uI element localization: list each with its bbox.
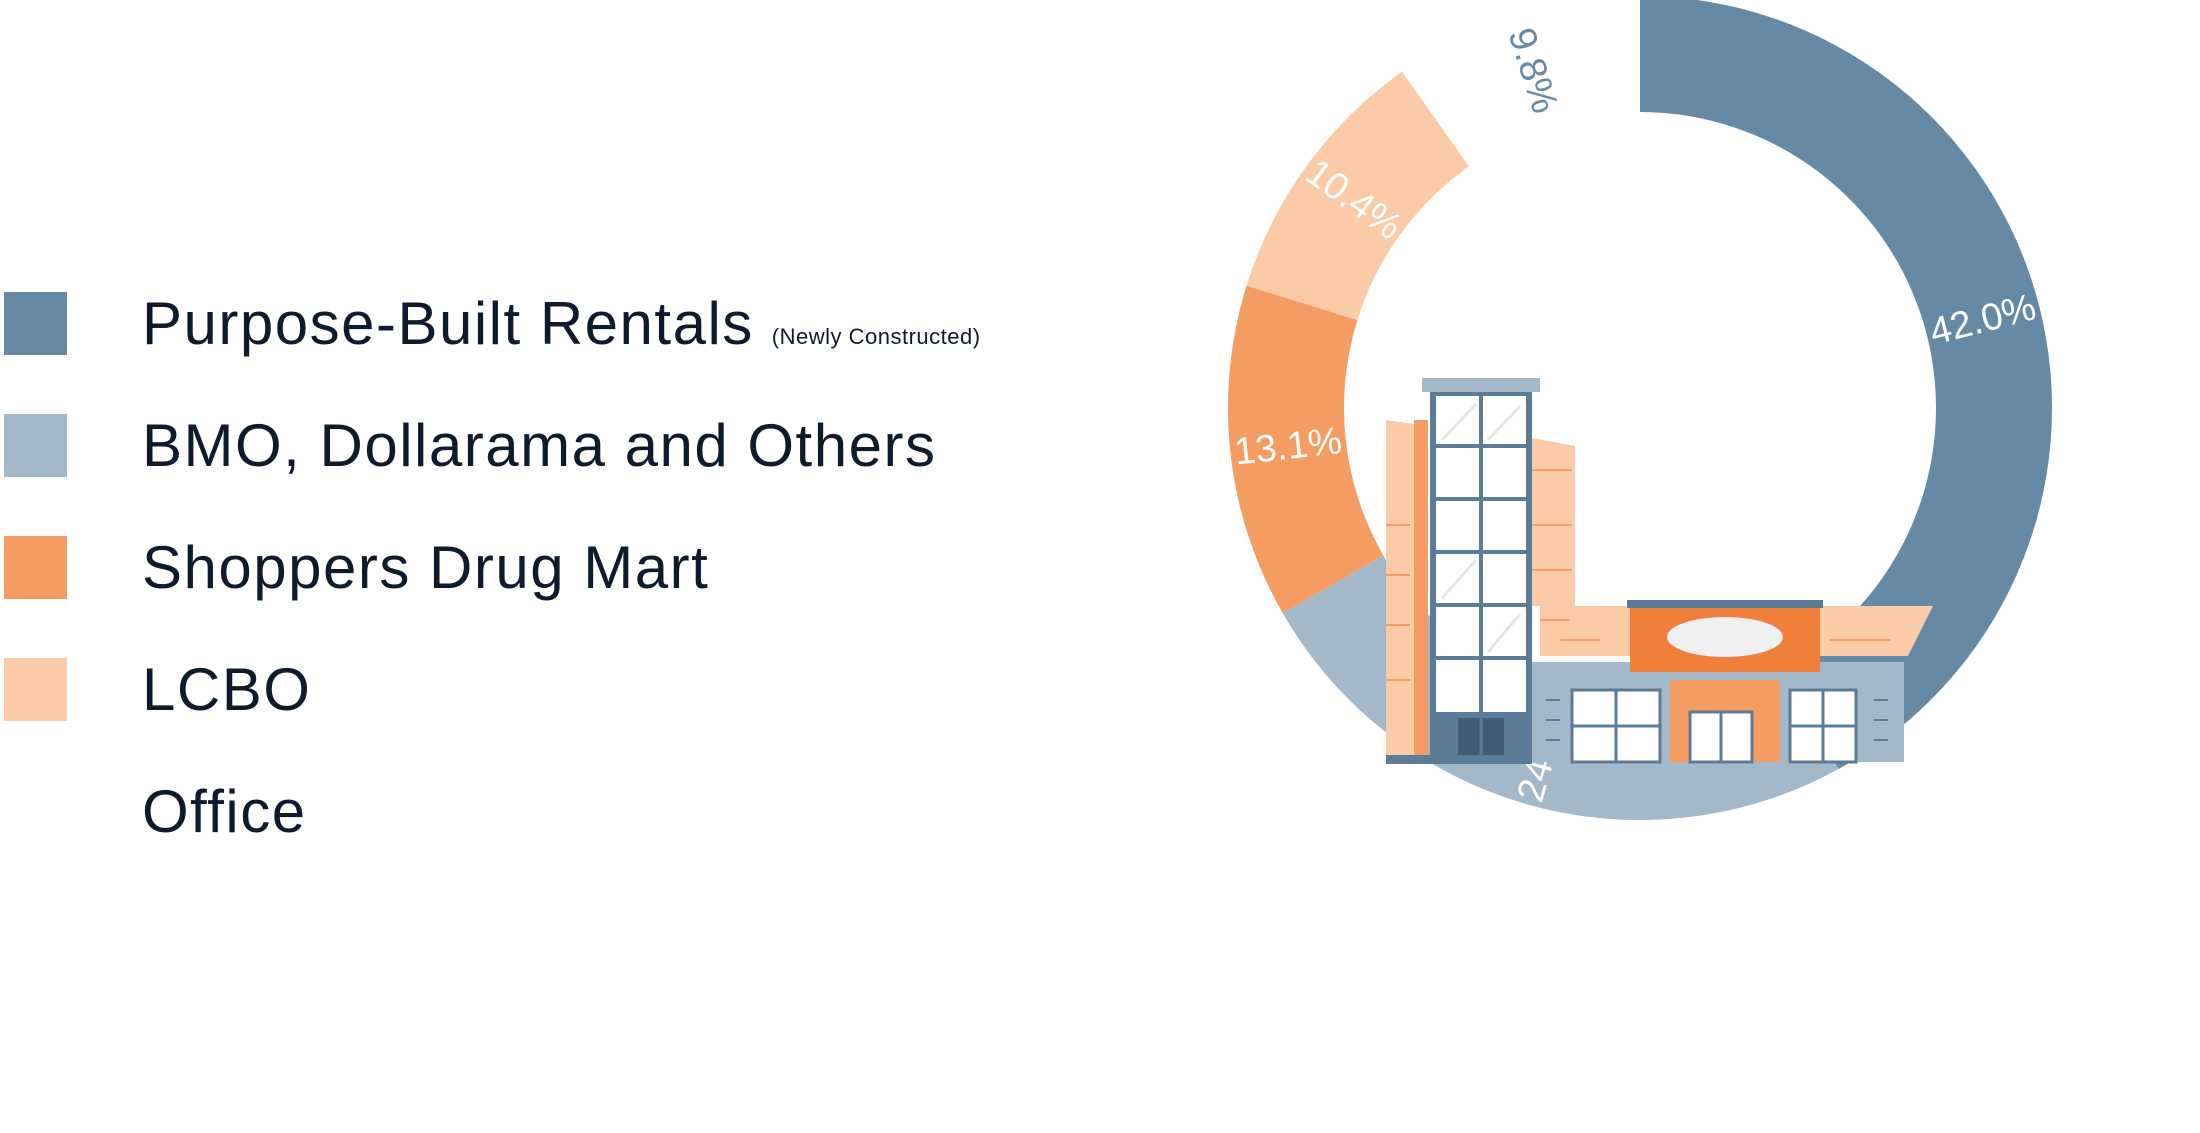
donut-chart-svg: 42.0%24.7%13.1%10.4%9.8% bbox=[1228, 0, 2052, 820]
donut-chart: 42.0%24.7%13.1%10.4%9.8% bbox=[1060, 0, 2200, 1133]
donut-slice-shoppers-drug-mart bbox=[1228, 285, 1384, 614]
chart-legend: Purpose-Built Rentals (Newly Constructed… bbox=[0, 0, 1060, 1133]
legend-item-bmo-dollarama-others: BMO, Dollarama and Others bbox=[4, 411, 936, 480]
legend-text: BMO, Dollarama and Others bbox=[142, 411, 936, 480]
legend-item-office: Office bbox=[4, 777, 307, 846]
legend-swatch bbox=[4, 779, 67, 843]
legend-label: LCBO bbox=[142, 655, 312, 723]
legend-item-lcbo: LCBO bbox=[4, 655, 311, 724]
legend-text: Shoppers Drug Mart bbox=[142, 533, 709, 602]
legend-swatch bbox=[4, 535, 67, 599]
donut-slice-office bbox=[1402, 0, 1640, 167]
shopping-plaza-building-icon bbox=[1386, 378, 1933, 764]
legend-text: Office bbox=[142, 777, 307, 846]
legend-label: Office bbox=[142, 777, 307, 845]
legend-label: BMO, Dollarama and Others bbox=[142, 411, 937, 479]
donut-slice-purpose-built-rentals bbox=[1640, 0, 2052, 770]
legend-swatch bbox=[4, 657, 67, 721]
legend-item-purpose-built-rentals: Purpose-Built Rentals (Newly Constructed… bbox=[4, 289, 981, 358]
legend-text: LCBO bbox=[142, 655, 311, 724]
legend-item-shoppers-drug-mart: Shoppers Drug Mart bbox=[4, 533, 709, 602]
legend-text: Purpose-Built Rentals (Newly Constructed… bbox=[142, 289, 981, 358]
legend-label: Shoppers Drug Mart bbox=[142, 533, 710, 601]
legend-label: Purpose-Built Rentals bbox=[142, 289, 754, 357]
legend-swatch bbox=[4, 291, 67, 355]
legend-note: (Newly Constructed) bbox=[771, 323, 981, 349]
donut-slice-lcbo bbox=[1246, 71, 1470, 321]
legend-swatch bbox=[4, 413, 67, 477]
